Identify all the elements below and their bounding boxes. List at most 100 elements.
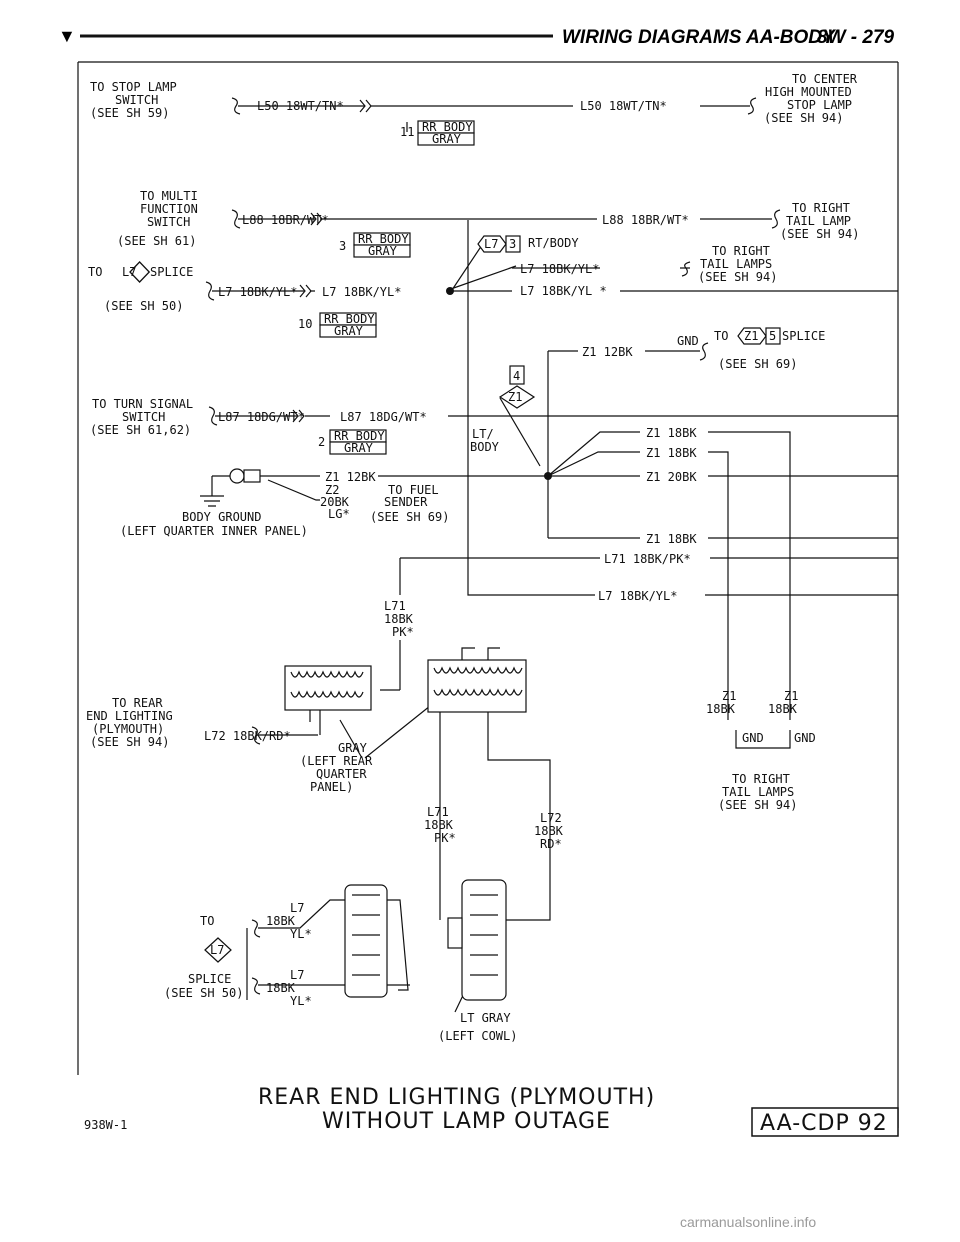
cowl-badge-text: L7 — [210, 943, 224, 957]
right-tail-label-3: (SEE SH 94) — [780, 227, 859, 241]
cowl-l7b-3: YL* — [290, 994, 312, 1008]
badge-4-text: 4 — [513, 369, 520, 383]
cowl-l7a-3: YL* — [290, 927, 312, 941]
box-4 — [509, 365, 525, 385]
gray-label-3: QUARTER — [316, 767, 367, 781]
l7-splice-word: SPLICE — [150, 265, 193, 279]
wire-network — [200, 97, 898, 1013]
gnd-b: GND — [794, 731, 816, 745]
rr-body-connectors — [319, 120, 475, 455]
l50-right-wire: L50 18WT/TN* — [580, 99, 667, 113]
right-tail-label-2: TAIL LAMP — [786, 214, 851, 228]
connector-11 — [417, 120, 475, 146]
gray-label-1: GRAY — [338, 741, 368, 755]
l7-upper-wire: L7 18BK/YL* — [520, 262, 599, 276]
cowl-connector-right — [447, 879, 507, 1001]
chmsl-label-2: HIGH MOUNTED — [765, 85, 852, 99]
l88-right-wire: L88 18BR/WT* — [602, 213, 689, 227]
gnd-a: GND — [742, 731, 764, 745]
cowl-l7-diamond — [204, 937, 232, 963]
l72-wire: L72 18BK/RD* — [204, 729, 291, 743]
l7-splice-badge-right — [477, 235, 521, 253]
z1-col-a-2: 18BK — [706, 702, 736, 716]
cowl-splice-word: SPLICE — [188, 972, 231, 986]
l72-lower-label-1: L72 — [540, 811, 562, 825]
watermark-text: carmanualsonline.info — [680, 1214, 816, 1230]
multi-label-1: TO MULTI — [140, 189, 198, 203]
l71-upper-label-2: 18BK — [384, 612, 414, 626]
cowl-l7b-1: L7 — [290, 968, 304, 982]
gray-label-4: PANEL) — [310, 780, 353, 794]
rear-label-3: (PLYMOUTH) — [92, 722, 164, 736]
z1-18bk-c: Z1 18BK — [646, 532, 697, 546]
l72-lower-label-2: 18BK — [534, 824, 564, 838]
z1-col-b-2: 18BK — [768, 702, 798, 716]
multi-label-4: (SEE SH 61) — [117, 234, 196, 248]
cowl-l7b-2: 18BK — [266, 981, 296, 995]
connector-2 — [329, 429, 387, 455]
connector-3-rr-body: RR BODY — [358, 232, 409, 246]
turn-signal-label-2: SWITCH — [122, 410, 165, 424]
gray-label-2: (LEFT REAR — [300, 754, 373, 768]
right-tails-label-1: TO RIGHT — [712, 244, 770, 258]
z2-label: Z2 — [325, 483, 339, 497]
l7-splice-to: TO — [88, 265, 102, 279]
gnd-top: GND — [677, 334, 699, 348]
badge-z1-text: Z1 — [508, 390, 522, 404]
multi-label-3: SWITCH — [147, 215, 190, 229]
z1-splice-word: SPLICE — [782, 329, 825, 343]
rear-label-1: TO REAR — [112, 696, 163, 710]
l72-lower-label-3: RD* — [540, 837, 562, 851]
connector-2-number: 2 — [318, 435, 325, 449]
connector-10-number: 10 — [298, 317, 312, 331]
l71-upper-label-3: PK* — [392, 625, 414, 639]
cowl-splice-see: (SEE SH 50) — [164, 986, 243, 1000]
chmsl-label-4: (SEE SH 94) — [764, 111, 843, 125]
header-title: WIRING DIAGRAMS AA-BODY — [562, 27, 837, 48]
l7-splice-badge-text: L7 — [122, 265, 136, 279]
stop-lamp-label-3: (SEE SH 59) — [90, 106, 169, 120]
z1-20bk: Z1 20BK — [646, 470, 697, 484]
right-tail-label-1: TO RIGHT — [792, 201, 850, 215]
z1-12bk-top: Z1 12BK — [582, 345, 633, 359]
body-ground-label-1: BODY GROUND — [182, 510, 261, 524]
footer-title-1: REAR END LIGHTING (PLYMOUTH) — [258, 1085, 655, 1110]
l7-left-wire-a: L7 18BK/YL* — [218, 285, 297, 299]
footer-code: 938W-1 — [84, 1118, 127, 1132]
gray-connector — [427, 647, 527, 713]
connector-3-gray: GRAY — [368, 244, 398, 258]
rear-label-2: END LIGHTING — [86, 709, 173, 723]
right-tail-low-2: TAIL LAMPS — [722, 785, 794, 799]
fuel-label-2: SENDER — [384, 495, 428, 509]
z1-col-a-1: Z1 — [722, 689, 736, 703]
connector-11-gray: GRAY — [432, 132, 462, 146]
left-cowl-label: (LEFT COWL) — [438, 1029, 517, 1043]
z1-18bk-b: Z1 18BK — [646, 446, 697, 460]
l71-lower-label-3: PK* — [434, 831, 456, 845]
l88-left-wire: L88 18BR/WT* — [242, 213, 329, 227]
z1-12bk-ground: Z1 12BK — [325, 470, 376, 484]
z2-20bk-label: 20BK — [320, 495, 350, 509]
z1-diamond-badge — [498, 385, 536, 409]
connector-3 — [353, 232, 411, 258]
l87-left-wire: L87 18DG/WT* — [218, 410, 305, 424]
z1-splice-see: (SEE SH 69) — [718, 357, 797, 371]
rt-body-label: RT/BODY — [528, 236, 579, 250]
header-marker: ▼ — [58, 26, 76, 46]
right-tails-label-2: TAIL LAMPS — [700, 257, 772, 271]
l7-badge-text: L7 — [484, 237, 498, 251]
rear-lamp-connector — [284, 665, 372, 722]
footer-title-2: WITHOUT LAMP OUTAGE — [322, 1109, 611, 1134]
connector-2-gray: GRAY — [344, 441, 374, 455]
l71-long-wire: L71 18BK/PK* — [604, 552, 691, 566]
z1-col-b-1: Z1 — [784, 689, 798, 703]
right-tail-low-3: (SEE SH 94) — [718, 798, 797, 812]
l87-right-wire: L87 18DG/WT* — [340, 410, 427, 424]
connector-10-gray: GRAY — [334, 324, 364, 338]
lt-gray-label: LT GRAY — [460, 1011, 511, 1025]
l71-lower-label-2: 18BK — [424, 818, 454, 832]
turn-signal-label-1: TO TURN SIGNAL — [92, 397, 193, 411]
splice-badges — [129, 235, 781, 963]
connector-10 — [319, 312, 377, 338]
rear-label-4: (SEE SH 94) — [90, 735, 169, 749]
